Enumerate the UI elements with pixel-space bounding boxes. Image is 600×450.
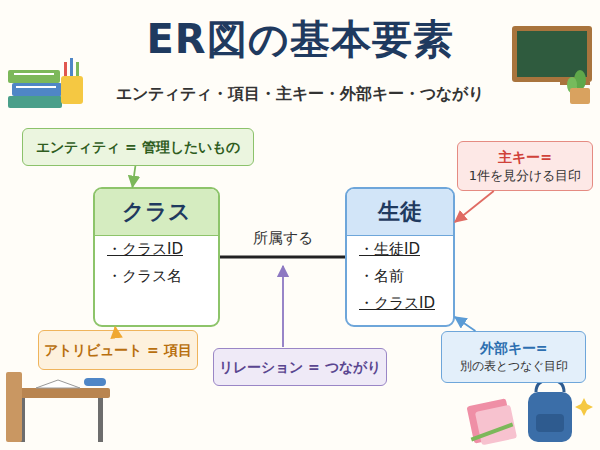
backpack-part [528, 392, 572, 442]
entity-box: 生徒・生徒ID・名前・クラスID [345, 187, 455, 327]
plant-pot [567, 70, 590, 104]
book-stack-part [8, 96, 62, 108]
school-desk-part [36, 380, 80, 388]
attribute-text: ・名前 [347, 263, 453, 290]
backpack-part [575, 398, 593, 416]
subtitle-label: エンティティ・項目・主キー・外部キー・つながり [0, 84, 600, 105]
school-desk-part [84, 378, 106, 386]
entity-name: クラス [95, 189, 218, 236]
foreign-key-callout: 外部キー=別の表とつなぐ目印 [441, 331, 586, 383]
attribute-callout: アトリビュート = 項目 [38, 330, 198, 370]
book-stack-part [8, 70, 60, 83]
pencil-cup [61, 58, 83, 104]
backpack-part [536, 414, 564, 432]
leader-line [282, 266, 284, 347]
entity-callout: エンティティ = 管理したいもの [22, 128, 254, 166]
callout-body: 1件を見分ける目印 [469, 167, 581, 185]
book-stack-part [12, 83, 62, 96]
callout-arrow [455, 317, 475, 331]
attribute-text: ・生徒ID [347, 236, 453, 263]
relation-callout: リレーション = つながり [213, 348, 387, 386]
notebooks-part [471, 423, 514, 442]
primary-key-callout: 主キー=1件を見分ける目印 [457, 141, 593, 191]
diagram-title: ER図の基本要素 [0, 12, 600, 67]
attribute-text: ・クラスID [95, 236, 218, 263]
school-desk-part [6, 372, 22, 442]
entity-box: クラス・クラスID・クラス名 [93, 187, 220, 327]
relationship-line [220, 256, 345, 259]
entity-name: 生徒 [347, 189, 453, 236]
backpack [528, 380, 593, 442]
pencil-cup-part [61, 76, 83, 104]
callout-heading: エンティティ = 管理したいもの [36, 138, 239, 157]
edge-label: 所属する [253, 229, 313, 248]
callout-body: 別の表とつなぐ目印 [460, 358, 568, 374]
callout-heading: 外部キー= [480, 339, 548, 358]
attribute-text: ・クラス名 [95, 263, 218, 290]
plant-pot-part [570, 88, 590, 104]
attribute-text: ・クラスID [347, 290, 453, 317]
callout-heading: リレーション = つながり [219, 358, 380, 377]
callout-arrow [132, 166, 135, 187]
school-desk-part [98, 398, 103, 442]
book-stack-part [16, 86, 56, 88]
school-desk [6, 372, 110, 442]
callout-heading: 主キー= [498, 148, 552, 167]
school-desk-part [14, 388, 110, 398]
notebooks [466, 398, 517, 445]
callout-heading: アトリビュート = 項目 [44, 341, 191, 360]
book-stack [8, 70, 62, 108]
book-stack-part [14, 73, 54, 75]
callout-arrow [455, 191, 494, 222]
chalkboard-part [517, 31, 587, 77]
